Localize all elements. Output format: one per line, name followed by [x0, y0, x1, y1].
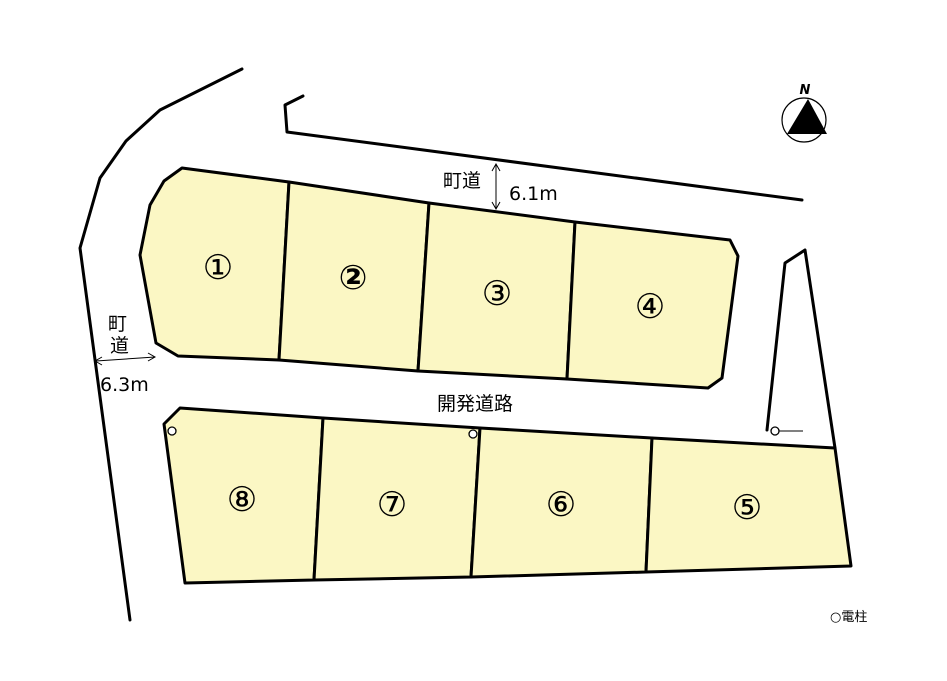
lot-2-number: ② [339, 258, 368, 298]
lot-3-number: ③ [482, 274, 512, 314]
lot-labels: ① ② ③ ④ ⑧ ⑦ ⑥ ⑤ [203, 248, 762, 528]
legend-utility-pole: ○電柱 [830, 610, 867, 625]
utility-poles [167, 426, 803, 439]
north-road-width: 6.1m [509, 183, 558, 205]
west-road-outer-edge [78, 67, 244, 622]
utility-pole-icon [468, 429, 478, 439]
north-road-name: 町道 [443, 170, 481, 192]
north-road-arrow-bottom [491, 201, 501, 211]
west-road-width-line [95, 356, 156, 362]
south-lots-block [162, 406, 853, 585]
development-road-label: 開発道路 [437, 393, 513, 415]
west-road-annotation: 町 道 6.3m [93, 313, 157, 396]
north-arrow-icon: N [781, 83, 827, 143]
west-road-name-line2: 道 [110, 335, 129, 357]
west-road-arrow-left [93, 356, 103, 366]
north-lots-block [138, 166, 740, 390]
utility-pole-icon [167, 426, 177, 436]
lot-1-number: ① [203, 248, 233, 288]
road-boundaries [78, 67, 837, 622]
north-road-arrow-top [491, 162, 501, 172]
lot-4-number: ④ [635, 287, 665, 327]
lot-5[interactable] [644, 436, 853, 574]
lot-6-number: ⑥ [546, 485, 576, 525]
lot-5-number: ⑤ [732, 488, 762, 528]
north-road-outer-edge [283, 94, 804, 202]
lot-7-number: ⑦ [377, 485, 407, 525]
west-road-name-line1: 町 [108, 313, 127, 335]
west-road-width: 6.3m [100, 374, 149, 396]
north-arrow-label: N [800, 83, 811, 98]
north-road-annotation: 町道 6.1m [443, 162, 558, 211]
utility-pole-icon [770, 426, 780, 436]
west-road-arrow-right [147, 352, 157, 362]
lot-8-number: ⑧ [227, 480, 257, 520]
lot-4[interactable] [565, 220, 740, 390]
east-access-strip [765, 248, 837, 450]
